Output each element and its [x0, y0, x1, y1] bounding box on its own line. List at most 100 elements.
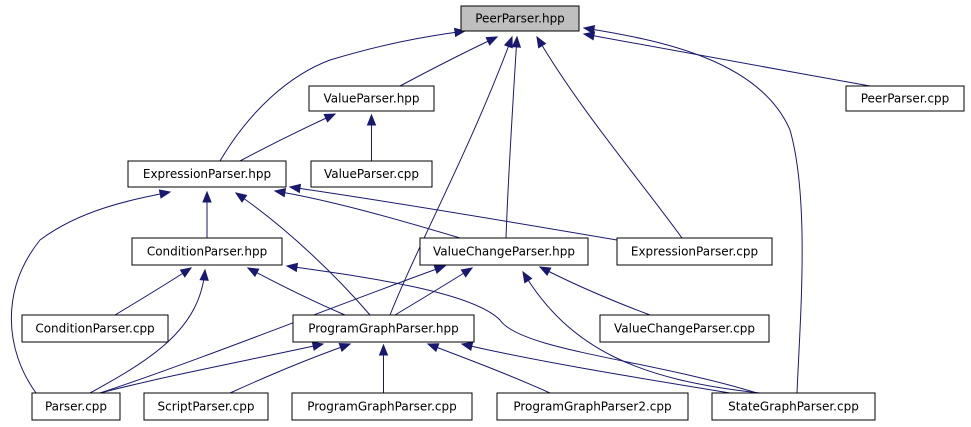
edge-valueparser-hpp-to-peerparser-hpp-arrowhead — [485, 36, 499, 46]
node-peerparser-cpp[interactable]: PeerParser.cpp — [845, 85, 965, 112]
edge-expressionparser-cpp-to-expressionparser-hpp — [288, 183, 618, 241]
edge-valueparser-cpp-to-valueparser-hpp — [366, 113, 377, 161]
edge-valueparser-cpp-to-valueparser-hpp-arrowhead — [366, 113, 377, 126]
node-label-conditionparser-hpp: ConditionParser.hpp — [147, 245, 267, 259]
node-label-expressionparser-cpp: ExpressionParser.cpp — [631, 245, 758, 259]
node-label-valueparser-hpp: ValueParser.hpp — [323, 92, 419, 106]
edge-programgraphparser-hpp-to-expressionparser-hpp-line — [235, 192, 371, 316]
edge-valuechangeparser-cpp-to-valuechangeparser-hpp — [538, 266, 651, 316]
node-stategraphparser-cpp[interactable]: StateGraphParser.cpp — [711, 392, 876, 421]
node-label-valueparser-cpp: ValueParser.cpp — [324, 167, 419, 181]
edge-programgraphparser-hpp-to-peerparser-hpp — [389, 35, 513, 316]
edge-conditionparser-cpp-to-conditionparser-hpp-arrowhead — [179, 267, 193, 278]
edge-stategraphparser-cpp-to-conditionparser-hpp — [285, 262, 758, 394]
edge-expressionparser-cpp-to-expressionparser-hpp-arrowhead — [288, 183, 302, 194]
node-programgraphparser-cpp[interactable]: ProgramGraphParser.cpp — [291, 392, 473, 421]
edge-programgraphparser-hpp-to-valuechangeparser-hpp — [394, 267, 474, 316]
edge-scriptparser-cpp-to-programgraphparser-hpp-arrowhead — [338, 343, 352, 352]
node-conditionparser-hpp[interactable]: ConditionParser.hpp — [131, 237, 283, 266]
edge-expressionparser-hpp-to-valueparser-hpp-line — [239, 113, 336, 162]
node-label-valuechangeparser-cpp: ValueChangeParser.cpp — [614, 322, 755, 336]
node-conditionparser-cpp[interactable]: ConditionParser.cpp — [21, 314, 169, 343]
edge-parser-cpp-to-expressionparser-hpp-arrowhead — [158, 189, 172, 199]
edge-programgraphparser-hpp-to-conditionparser-hpp — [246, 267, 346, 316]
edge-valuechangeparser-cpp-to-valuechangeparser-hpp-arrowhead — [538, 266, 552, 277]
node-label-expressionparser-hpp: ExpressionParser.hpp — [143, 167, 271, 181]
edge-conditionparser-hpp-to-expressionparser-hpp-arrowhead — [202, 190, 212, 203]
edge-peerparser-cpp-to-peerparser-hpp-line — [583, 33, 871, 87]
node-label-scriptparser-cpp: ScriptParser.cpp — [158, 400, 255, 414]
node-label-programgraphparser-cpp: ProgramGraphParser.cpp — [307, 400, 457, 414]
node-label-programgraphparser-hpp: ProgramGraphParser.hpp — [308, 322, 459, 336]
edge-valueparser-hpp-to-peerparser-hpp-line — [399, 36, 498, 87]
edge-stategraphparser-cpp-to-peerparser-hpp-line — [583, 27, 803, 394]
edge-programgraphparser-hpp-to-peerparser-hpp-line — [389, 36, 513, 316]
node-programgraphparser2-cpp[interactable]: ProgramGraphParser2.cpp — [496, 392, 689, 421]
node-label-valuechangeparser-hpp: ValueChangeParser.hpp — [433, 245, 575, 259]
edge-programgraphparser2-cpp-to-programgraphparser-hpp-line — [427, 343, 551, 394]
edge-conditionparser-hpp-to-expressionparser-hpp — [202, 190, 212, 238]
edge-valuechangeparser-hpp-to-peerparser-hpp-line — [505, 36, 518, 239]
edge-parser-cpp-to-programgraphparser-hpp-line — [99, 343, 324, 394]
edge-expressionparser-hpp-to-valueparser-hpp — [239, 113, 337, 162]
edge-valuechangeparser-hpp-to-expressionparser-hpp-arrowhead — [273, 188, 287, 198]
edge-stategraphparser-cpp-to-conditionparser-hpp-line — [286, 265, 758, 394]
node-valuechangeparser-cpp[interactable]: ValueChangeParser.cpp — [599, 314, 770, 343]
edge-scriptparser-cpp-to-programgraphparser-hpp — [229, 343, 352, 394]
node-label-conditionparser-cpp: ConditionParser.cpp — [35, 322, 154, 336]
node-programgraphparser-hpp[interactable]: ProgramGraphParser.hpp — [292, 314, 475, 343]
edge-programgraphparser-hpp-to-peerparser-hpp-arrowhead — [503, 35, 513, 49]
edge-stategraphparser-cpp-to-programgraphparser-hpp-line — [461, 343, 731, 394]
edge-stategraphparser-cpp-to-programgraphparser-hpp — [460, 341, 731, 394]
node-peerparser-hpp[interactable]: PeerParser.hpp — [460, 5, 580, 32]
edge-programgraphparser-cpp-to-programgraphparser-hpp — [378, 343, 389, 393]
edge-parser-cpp-to-valuechangeparser-hpp-line — [99, 265, 446, 394]
edge-parser-cpp-to-programgraphparser-hpp — [99, 341, 325, 394]
edge-peerparser-cpp-to-peerparser-hpp-arrowhead — [582, 31, 596, 41]
edge-stategraphparser-cpp-to-valuechangeparser-hpp-line — [522, 271, 761, 394]
node-label-parser-cpp: Parser.cpp — [45, 400, 107, 414]
edge-programgraphparser2-cpp-to-programgraphparser-hpp — [426, 343, 551, 394]
edge-stategraphparser-cpp-to-valuechangeparser-hpp-arrowhead — [522, 270, 533, 284]
edge-expressionparser-cpp-to-peerparser-hpp — [536, 35, 683, 239]
edge-expressionparser-hpp-to-peerparser-hpp — [219, 27, 467, 162]
node-valuechangeparser-hpp[interactable]: ValueChangeParser.hpp — [419, 237, 589, 266]
node-label-programgraphparser2-cpp: ProgramGraphParser2.cpp — [513, 400, 671, 414]
node-expressionparser-cpp[interactable]: ExpressionParser.cpp — [616, 237, 773, 266]
edge-stategraphparser-cpp-to-programgraphparser-hpp-arrowhead — [460, 341, 474, 352]
node-label-stategraphparser-cpp: StateGraphParser.cpp — [728, 400, 859, 414]
edge-expressionparser-cpp-to-peerparser-hpp-arrowhead — [536, 35, 547, 49]
edge-parser-cpp-to-programgraphparser-hpp-arrowhead — [311, 341, 325, 351]
edge-peerparser-cpp-to-peerparser-hpp — [582, 31, 871, 87]
edge-programgraphparser2-cpp-to-programgraphparser-hpp-arrowhead — [426, 343, 440, 353]
node-expressionparser-hpp[interactable]: ExpressionParser.hpp — [127, 160, 287, 188]
edge-programgraphparser-hpp-to-conditionparser-hpp-arrowhead — [246, 267, 260, 278]
edge-parser-cpp-to-expressionparser-hpp — [10, 189, 172, 394]
edge-programgraphparser-hpp-to-valuechangeparser-hpp-line — [394, 267, 473, 316]
node-scriptparser-cpp[interactable]: ScriptParser.cpp — [143, 392, 269, 421]
edge-stategraphparser-cpp-to-peerparser-hpp — [582, 24, 803, 394]
node-label-peerparser-hpp: PeerParser.hpp — [475, 12, 565, 26]
edge-expressionparser-cpp-to-expressionparser-hpp-line — [289, 186, 618, 241]
node-valueparser-cpp[interactable]: ValueParser.cpp — [310, 160, 433, 188]
edge-parser-cpp-to-valuechangeparser-hpp-arrowhead — [433, 265, 447, 274]
edge-parser-cpp-to-valuechangeparser-hpp — [99, 265, 447, 394]
edge-valueparser-hpp-to-peerparser-hpp — [399, 36, 499, 87]
node-label-peerparser-cpp: PeerParser.cpp — [861, 92, 950, 106]
edge-programgraphparser-hpp-to-valuechangeparser-hpp-arrowhead — [460, 267, 474, 278]
edge-stategraphparser-cpp-to-conditionparser-hpp-arrowhead — [285, 262, 299, 273]
edge-programgraphparser-hpp-to-expressionparser-hpp-arrowhead — [234, 192, 248, 203]
node-parser-cpp[interactable]: Parser.cpp — [31, 392, 121, 421]
edge-programgraphparser-cpp-to-programgraphparser-hpp-arrowhead — [378, 343, 389, 356]
edge-valuechangeparser-hpp-to-expressionparser-hpp — [273, 188, 461, 239]
edge-expressionparser-hpp-to-valueparser-hpp-arrowhead — [323, 113, 337, 123]
edge-parser-cpp-to-expressionparser-hpp-line — [10, 191, 171, 394]
edge-scriptparser-cpp-to-programgraphparser-hpp-line — [229, 343, 351, 394]
edge-conditionparser-cpp-to-conditionparser-hpp-line — [114, 267, 192, 316]
edge-stategraphparser-cpp-to-valuechangeparser-hpp — [522, 270, 761, 394]
edge-parser-cpp-to-conditionparser-hpp-arrowhead — [199, 268, 209, 281]
edge-expressionparser-hpp-to-peerparser-hpp-arrowhead — [453, 27, 467, 38]
edge-programgraphparser-hpp-to-expressionparser-hpp — [234, 192, 371, 316]
node-valueparser-hpp[interactable]: ValueParser.hpp — [308, 85, 435, 112]
